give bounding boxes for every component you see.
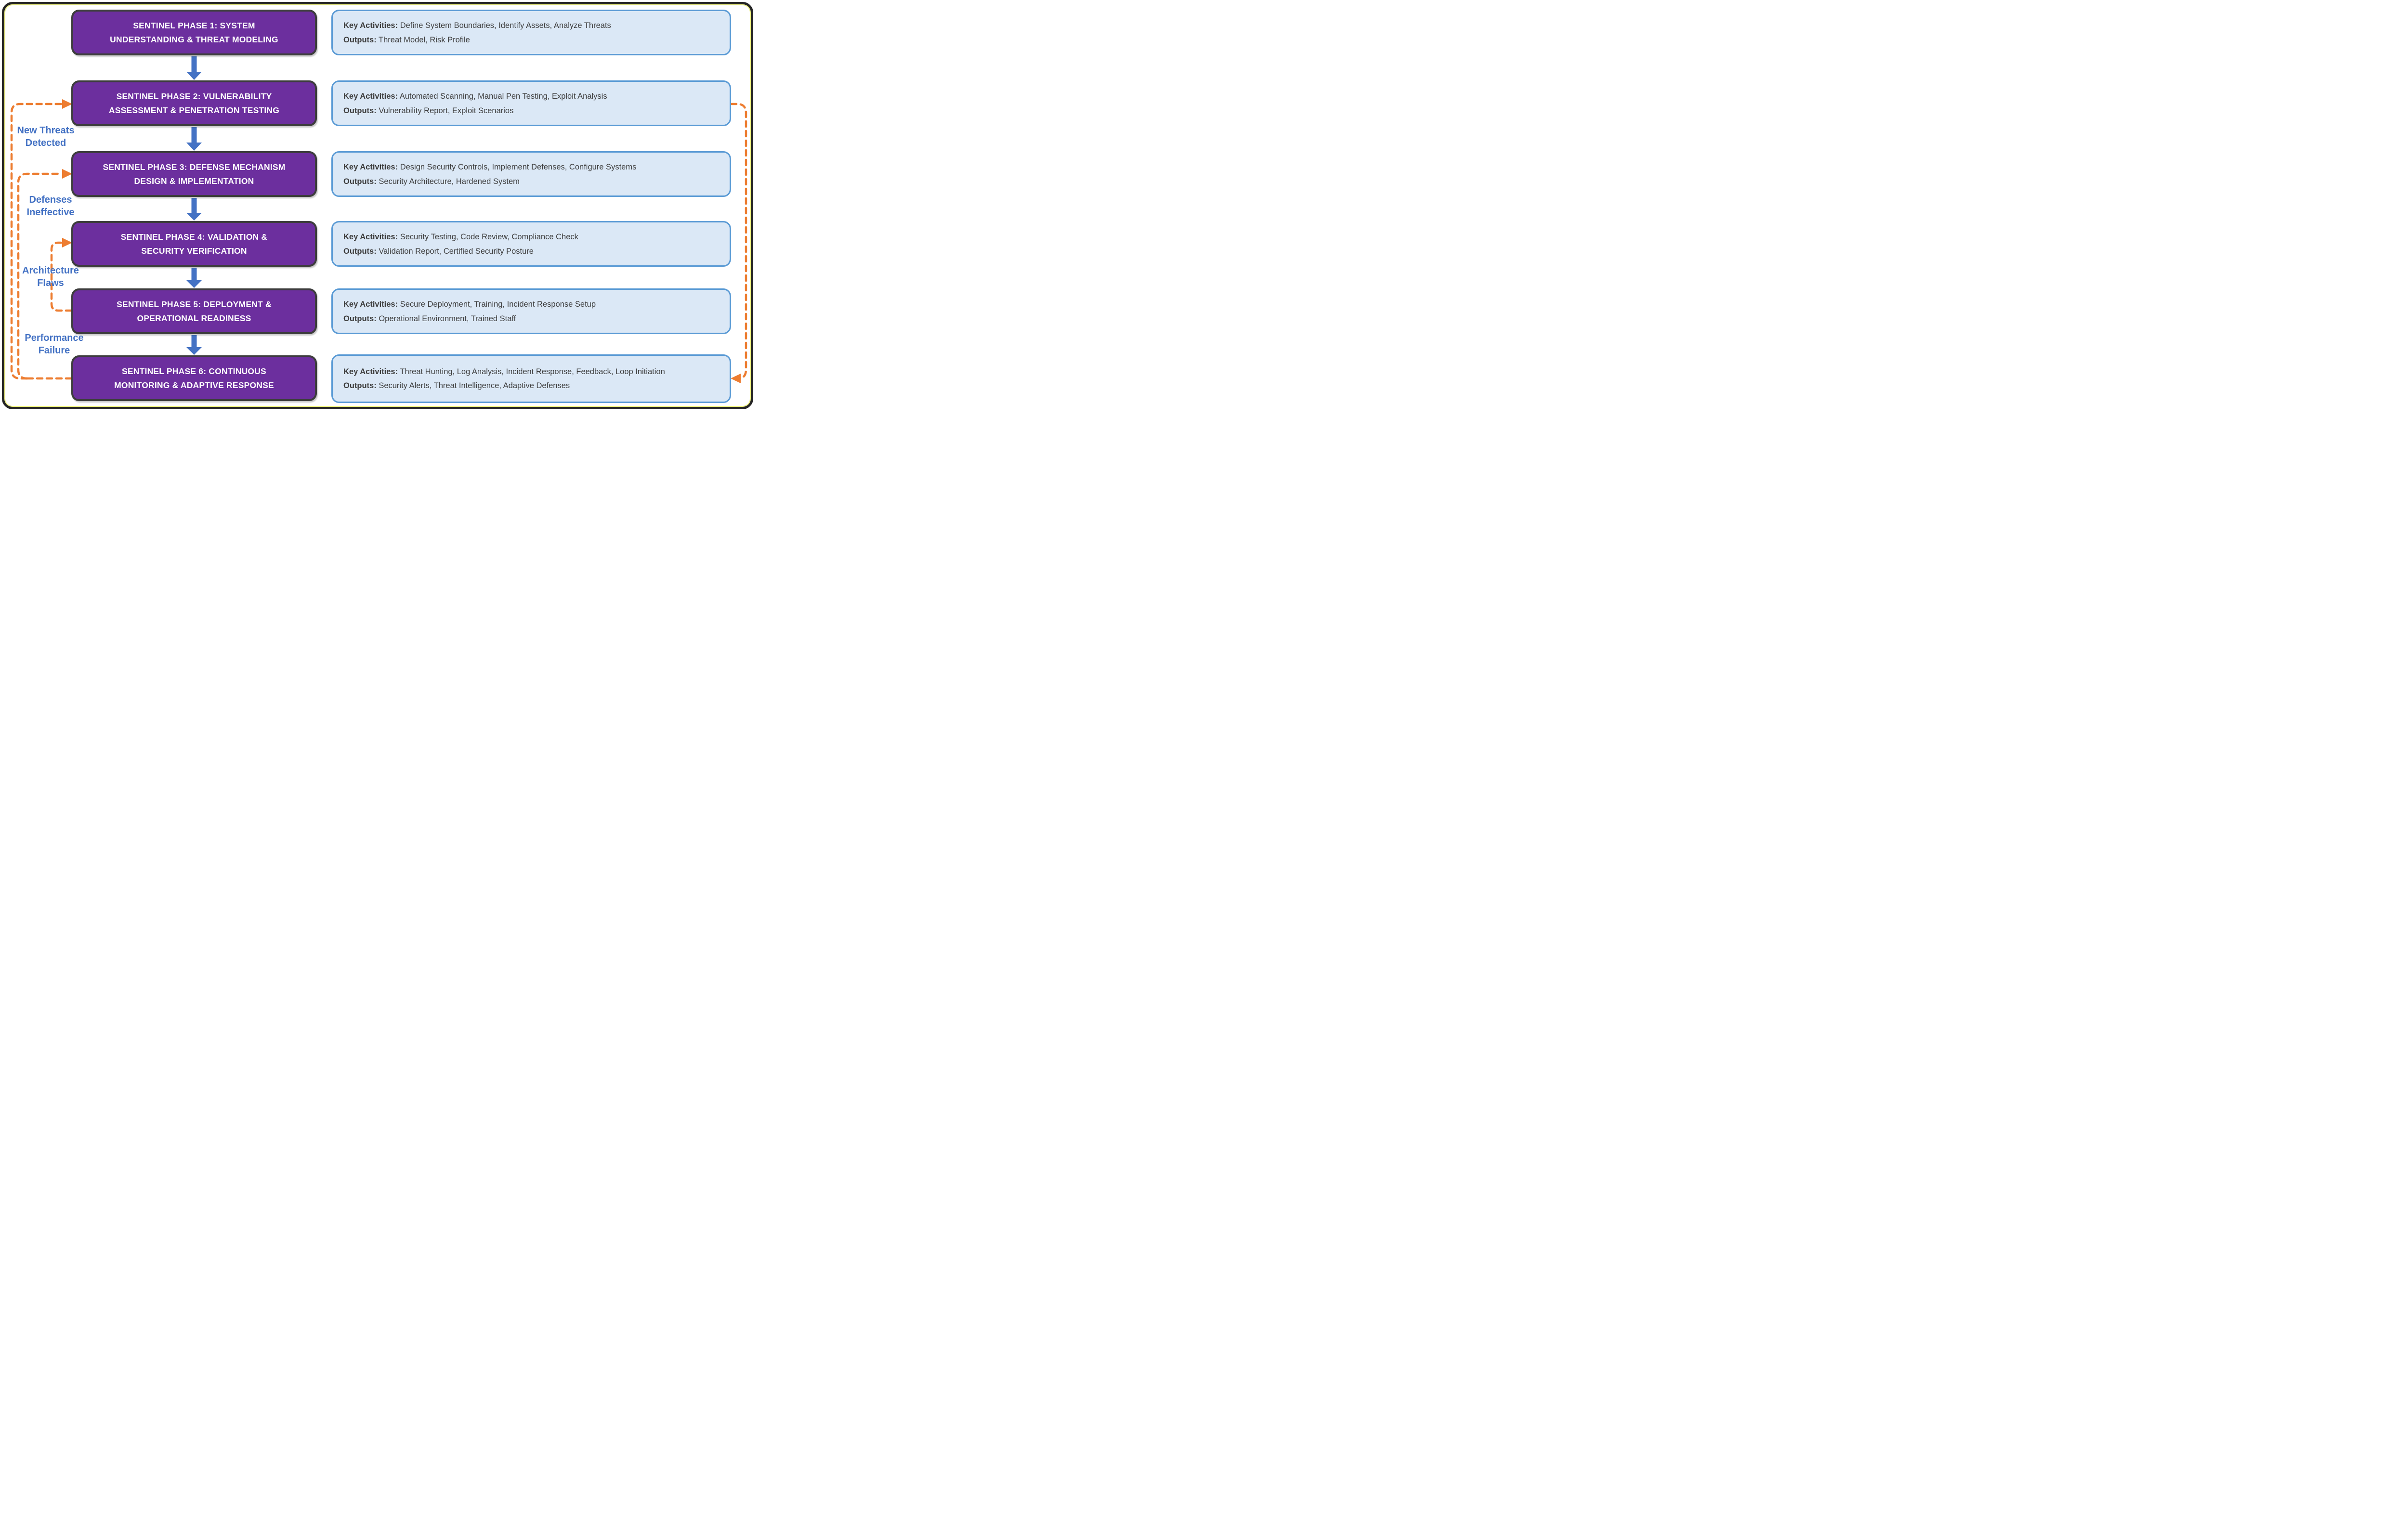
info-activities-line: Key Activities: Define System Boundaries… (343, 18, 719, 33)
info-outputs-line: Outputs: Validation Report, Certified Se… (343, 244, 719, 259)
key-activities-label: Key Activities: (343, 21, 398, 30)
outputs-label: Outputs: (343, 35, 377, 44)
outputs-text: Security Architecture, Hardened System (379, 177, 520, 186)
key-activities-label: Key Activities: (343, 162, 398, 171)
info-box-1: Key Activities: Define System Boundaries… (331, 10, 731, 55)
activities-text: Security Testing, Code Review, Complianc… (400, 232, 578, 241)
flow-arrow-1-head (186, 72, 202, 80)
info-box-2: Key Activities: Automated Scanning, Manu… (331, 80, 731, 126)
phase-title-5: SENTINEL PHASE 5: DEPLOYMENT & OPERATION… (117, 299, 272, 323)
feedback-arrowhead-into-phase3 (62, 169, 72, 179)
outputs-label: Outputs: (343, 314, 377, 323)
flow-arrow-5-head (186, 347, 202, 355)
key-activities-label: Key Activities: (343, 299, 398, 309)
outputs-label: Outputs: (343, 247, 377, 256)
feedback-label-defenses-ineffective: Defenses Ineffective (26, 195, 75, 218)
outputs-text: Operational Environment, Trained Staff (379, 314, 516, 323)
feedback-arrowhead-into-phase4 (62, 238, 72, 247)
key-activities-label: Key Activities: (343, 232, 398, 241)
phase-box-3: SENTINEL PHASE 3: DEFENSE MECHANISM DESI… (71, 151, 317, 197)
sentinel-lifecycle-diagram: SENTINEL PHASE 1: SYSTEM UNDERSTANDING &… (0, 0, 755, 411)
info-activities-line: Key Activities: Threat Hunting, Log Anal… (343, 365, 719, 379)
info-activities-line: Key Activities: Security Testing, Code R… (343, 230, 719, 244)
phase-title-1: SENTINEL PHASE 1: SYSTEM UNDERSTANDING &… (110, 20, 278, 44)
phase-box-2: SENTINEL PHASE 2: VULNERABILITY ASSESSME… (71, 80, 317, 126)
info-outputs-line: Outputs: Operational Environment, Traine… (343, 312, 719, 326)
info-activities-line: Key Activities: Design Security Controls… (343, 160, 719, 174)
outputs-label: Outputs: (343, 381, 377, 390)
outputs-text: Vulnerability Report, Exploit Scenarios (379, 106, 514, 115)
outputs-label: Outputs: (343, 177, 377, 186)
feedback-label-architecture-flaws: Architecture Flaws (22, 265, 79, 288)
activities-text: Automated Scanning, Manual Pen Testing, … (399, 91, 607, 101)
info-outputs-line: Outputs: Threat Model, Risk Profile (343, 33, 719, 47)
flow-arrow-4-head (186, 280, 202, 288)
activities-text: Secure Deployment, Training, Incident Re… (400, 299, 596, 309)
activities-text: Threat Hunting, Log Analysis, Incident R… (400, 367, 665, 376)
phase-title-3: SENTINEL PHASE 3: DEFENSE MECHANISM DESI… (103, 162, 286, 186)
flow-arrow-3-head (186, 213, 202, 221)
phase-box-5: SENTINEL PHASE 5: DEPLOYMENT & OPERATION… (71, 288, 317, 334)
phase-title-4: SENTINEL PHASE 4: VALIDATION & SECURITY … (120, 232, 268, 256)
activities-text: Define System Boundaries, Identify Asset… (400, 21, 611, 30)
info-box-4: Key Activities: Security Testing, Code R… (331, 221, 731, 267)
outputs-text: Validation Report, Certified Security Po… (379, 247, 534, 256)
phase-title-2: SENTINEL PHASE 2: VULNERABILITY ASSESSME… (108, 91, 280, 115)
connector-layer (10, 56, 747, 383)
outputs-text: Security Alerts, Threat Intelligence, Ad… (379, 381, 570, 390)
phase-box-1: SENTINEL PHASE 1: SYSTEM UNDERSTANDING &… (71, 10, 317, 55)
outputs-label: Outputs: (343, 106, 377, 115)
info-outputs-line: Outputs: Security Alerts, Threat Intelli… (343, 379, 719, 393)
outputs-text: Threat Model, Risk Profile (379, 35, 470, 44)
info-box-5: Key Activities: Secure Deployment, Train… (331, 288, 731, 334)
phase-box-4: SENTINEL PHASE 4: VALIDATION & SECURITY … (71, 221, 317, 267)
activities-text: Design Security Controls, Implement Defe… (400, 162, 637, 171)
key-activities-label: Key Activities: (343, 91, 398, 101)
flow-arrow-2-head (186, 143, 202, 151)
info-activities-line: Key Activities: Automated Scanning, Manu… (343, 89, 719, 104)
feedback-loop-right-monitoring (730, 103, 747, 380)
info-outputs-line: Outputs: Security Architecture, Hardened… (343, 174, 719, 189)
info-box-6: Key Activities: Threat Hunting, Log Anal… (331, 354, 731, 403)
info-outputs-line: Outputs: Vulnerability Report, Exploit S… (343, 104, 719, 118)
feedback-label-performance-failure: Performance Failure (25, 333, 84, 356)
phase-title-6: SENTINEL PHASE 6: CONTINUOUS MONITORING … (114, 366, 274, 390)
diagram-frame (2, 2, 753, 409)
feedback-arrowhead-into-phase6-info (731, 374, 741, 383)
feedback-label-new-threats-detected: New Threats Detected (17, 125, 75, 148)
key-activities-label: Key Activities: (343, 367, 398, 376)
phase-box-6: SENTINEL PHASE 6: CONTINUOUS MONITORING … (71, 355, 317, 401)
info-box-3: Key Activities: Design Security Controls… (331, 151, 731, 197)
info-activities-line: Key Activities: Secure Deployment, Train… (343, 297, 719, 312)
feedback-arrowhead-into-phase2 (62, 99, 72, 109)
